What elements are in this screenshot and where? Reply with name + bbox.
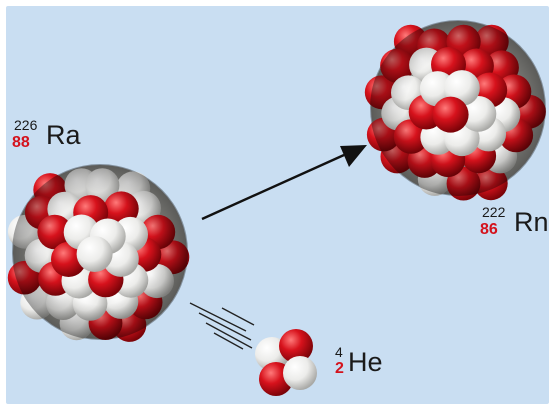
- helium-symbol: He: [348, 347, 383, 377]
- neutron: [283, 356, 317, 390]
- arrow-head-icon: [340, 145, 367, 167]
- radon-label: 222 86 Rn: [478, 205, 555, 245]
- radium-nucleus: [7, 164, 190, 342]
- helium-mass-number: 4: [335, 344, 343, 360]
- helium-label: 4 2 He: [332, 345, 402, 385]
- nucleus-shading: [12, 164, 188, 340]
- radon-atomic-number: 86: [480, 221, 498, 238]
- radium-mass-number: 226: [14, 117, 38, 133]
- radon-symbol: Rn: [514, 207, 549, 237]
- nucleus-shading: [370, 20, 546, 196]
- helium-nucleus: [255, 329, 317, 396]
- radium-symbol: Ra: [46, 120, 81, 150]
- radium-atomic-number: 88: [12, 134, 30, 151]
- radon-nucleus: [364, 20, 546, 201]
- radium-label: 226 88 Ra: [12, 118, 112, 158]
- radon-mass-number: 222: [482, 204, 506, 220]
- motion-lines: [189, 302, 255, 350]
- proton: [279, 329, 313, 363]
- decay-arrow: [201, 145, 367, 221]
- helium-atomic-number: 2: [335, 360, 344, 377]
